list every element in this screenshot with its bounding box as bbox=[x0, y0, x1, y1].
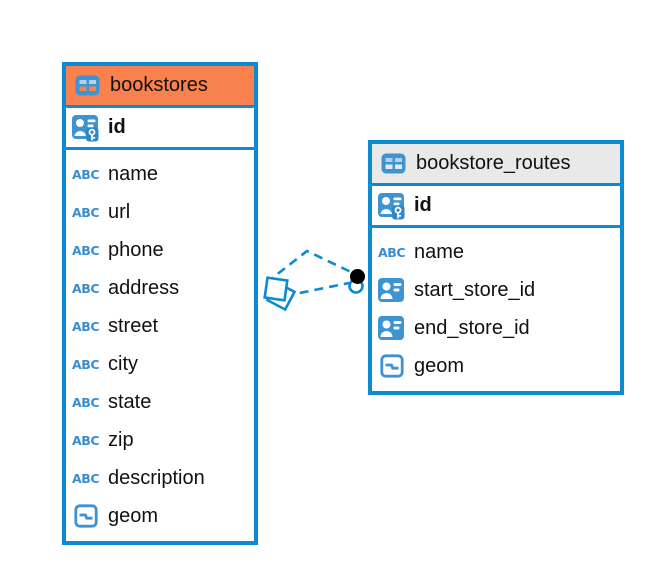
column-row[interactable]: ABC street bbox=[66, 307, 254, 345]
column-name: address bbox=[108, 276, 180, 299]
entity-bookstores[interactable]: bookstores id ABC name bbox=[62, 62, 258, 545]
column-row[interactable]: ABC state bbox=[66, 383, 254, 421]
column-row[interactable]: ABC description bbox=[66, 459, 254, 497]
entity-bookstores-header[interactable]: bookstores bbox=[66, 66, 254, 108]
relationship-line-start-store[interactable] bbox=[265, 249, 352, 285]
column-row[interactable]: ABC city bbox=[66, 345, 254, 383]
column-name: phone bbox=[108, 238, 164, 261]
relationship-endpoint-dots[interactable] bbox=[348, 269, 366, 294]
foreign-key-person-icon bbox=[378, 315, 405, 341]
column-name: geom bbox=[108, 504, 159, 527]
text-type-icon: ABC bbox=[72, 242, 100, 258]
column-row[interactable]: ABC name bbox=[372, 233, 620, 271]
relationship-diamond-marker[interactable] bbox=[263, 276, 297, 312]
foreign-key-person-icon bbox=[378, 277, 405, 303]
column-name: end_store_id bbox=[414, 316, 530, 339]
table-icon bbox=[380, 151, 407, 176]
column-name: name bbox=[414, 240, 465, 263]
table-title: bookstores bbox=[110, 74, 208, 96]
text-type-icon: ABC bbox=[378, 244, 406, 260]
text-type-icon: ABC bbox=[72, 470, 100, 486]
column-list: ABC name ABC url ABC phone ABC address A… bbox=[66, 150, 254, 541]
column-row[interactable]: ABC url bbox=[66, 193, 254, 231]
column-row-pk[interactable]: id bbox=[66, 108, 254, 150]
column-row[interactable]: geom bbox=[66, 497, 254, 535]
column-name: id bbox=[108, 116, 126, 138]
text-type-icon: ABC bbox=[72, 204, 100, 220]
column-name: street bbox=[108, 314, 159, 337]
text-type-icon: ABC bbox=[72, 432, 100, 448]
table-icon bbox=[74, 73, 101, 98]
primary-key-person-icon bbox=[72, 114, 99, 141]
column-name: id bbox=[414, 194, 432, 216]
column-name: name bbox=[108, 162, 159, 185]
column-name: start_store_id bbox=[414, 278, 536, 301]
column-name: description bbox=[108, 466, 205, 489]
column-row[interactable]: start_store_id bbox=[372, 271, 620, 309]
column-name: state bbox=[108, 390, 152, 413]
column-row[interactable]: ABC address bbox=[66, 269, 254, 307]
primary-key-person-icon bbox=[378, 192, 405, 219]
column-name: zip bbox=[108, 428, 134, 451]
text-type-icon: ABC bbox=[72, 394, 100, 410]
table-title: bookstore_routes bbox=[416, 152, 571, 174]
text-type-icon: ABC bbox=[72, 356, 100, 372]
column-row[interactable]: ABC name bbox=[66, 155, 254, 193]
geometry-type-icon bbox=[72, 504, 99, 528]
text-type-icon: ABC bbox=[72, 166, 100, 182]
column-name: geom bbox=[414, 354, 465, 377]
entity-bookstore-routes-header[interactable]: bookstore_routes bbox=[372, 144, 620, 186]
text-type-icon: ABC bbox=[72, 280, 100, 296]
column-row[interactable]: ABC zip bbox=[66, 421, 254, 459]
column-row[interactable]: end_store_id bbox=[372, 309, 620, 347]
column-row[interactable]: ABC phone bbox=[66, 231, 254, 269]
column-row[interactable]: geom bbox=[372, 347, 620, 385]
entity-bookstore-routes[interactable]: bookstore_routes id ABC name bbox=[368, 140, 624, 395]
text-type-icon: ABC bbox=[72, 318, 100, 334]
column-row-pk[interactable]: id bbox=[372, 186, 620, 228]
column-name: city bbox=[108, 352, 138, 375]
geometry-type-icon bbox=[378, 354, 405, 378]
column-list: ABC name start_store_id bbox=[372, 228, 620, 391]
relationship-line-end-store[interactable] bbox=[284, 281, 350, 298]
column-name: url bbox=[108, 200, 131, 223]
